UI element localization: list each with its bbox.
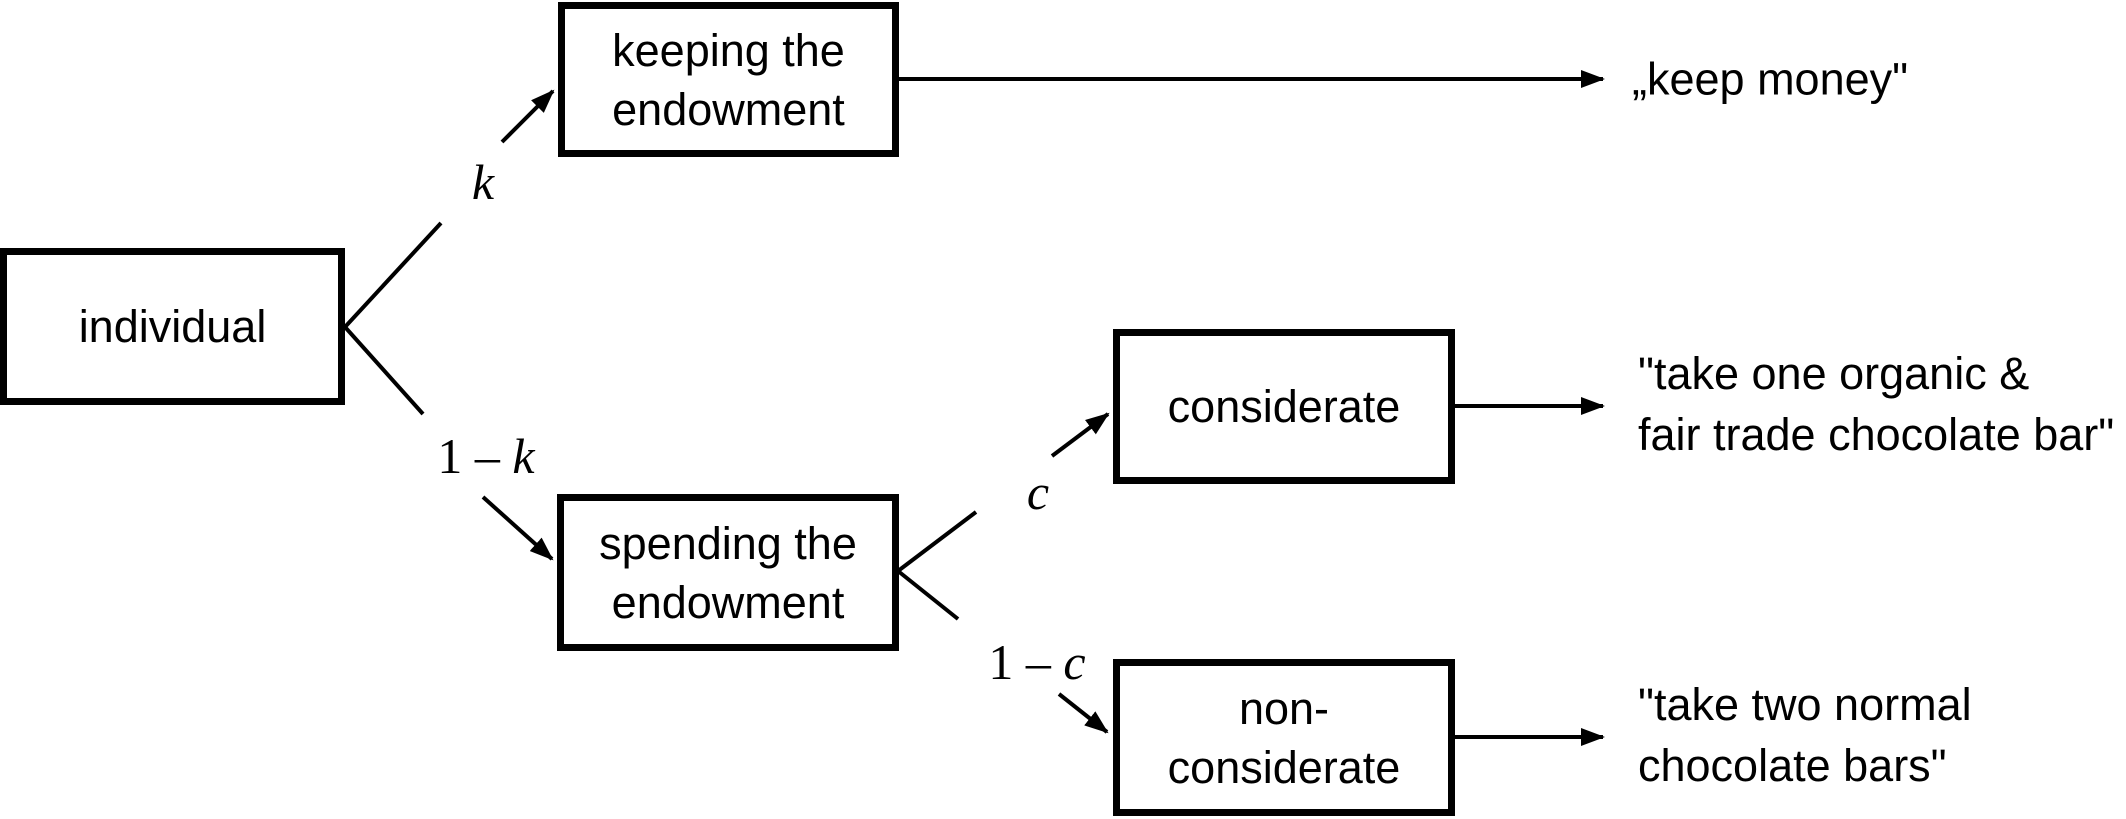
- edge-individual-keeping-arrow: [500, 89, 555, 144]
- node-considerate-label: considerate: [1167, 381, 1401, 432]
- node-non-considerate-label: non-considerate: [1167, 682, 1401, 793]
- outcome-take-one-organic-bar: "take one organic &fair trade chocolate …: [1638, 348, 2115, 460]
- node-considerate: considerate: [1113, 329, 1455, 484]
- branch-label-one-minus-c: 1 – c: [988, 634, 1086, 690]
- edge-individual-spending-segment: [343, 325, 425, 416]
- edge-individual-keeping-segment: [343, 221, 443, 329]
- edge-spending-nonconsiderate-segment: [896, 569, 960, 621]
- node-individual-label: individual: [78, 301, 267, 352]
- edge-individual-spending-arrow: [481, 495, 554, 561]
- branch-label-one-minus-k: 1 – k: [437, 428, 535, 484]
- edge-spending-nonconsiderate-arrow: [1057, 692, 1109, 734]
- edge-spending-considerate-segment: [896, 510, 978, 573]
- node-non-considerate: non-considerate: [1113, 659, 1455, 816]
- node-individual: individual: [0, 248, 345, 405]
- branch-label-c: c: [1026, 464, 1050, 520]
- outcome-keep-money: „keep money": [1632, 53, 1909, 105]
- edge-spending-considerate-arrow: [1050, 412, 1110, 458]
- branch-label-k: k: [471, 154, 495, 210]
